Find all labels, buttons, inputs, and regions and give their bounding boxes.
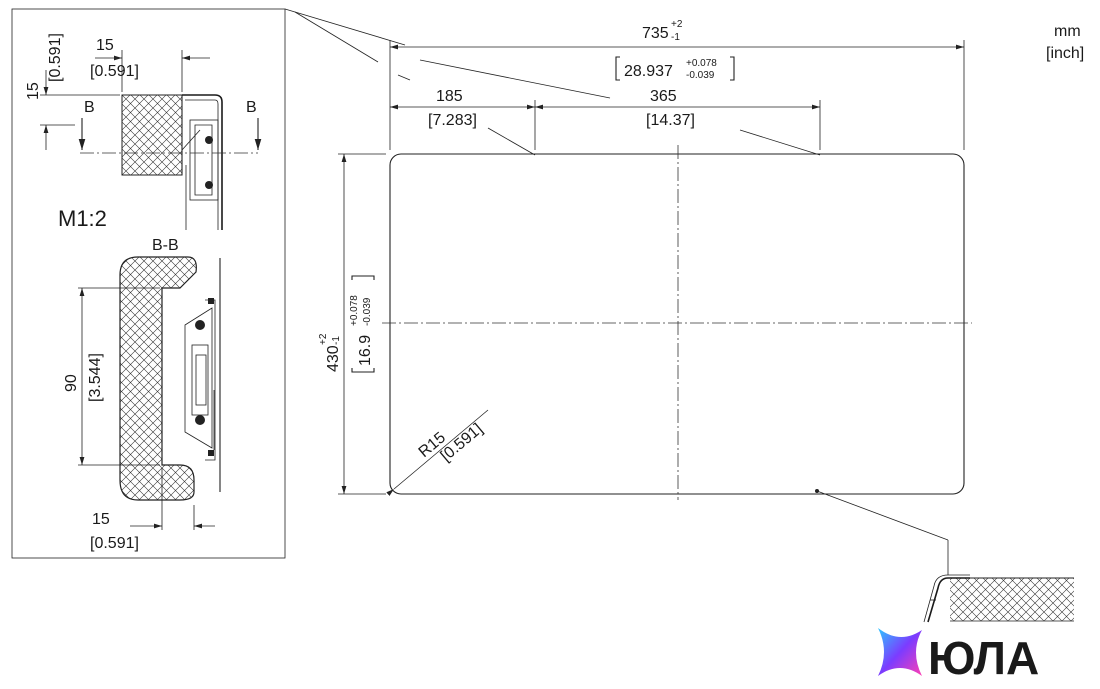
bottom-width-inch: [0.591] (90, 535, 139, 552)
top-section: B B 15 [0.591] 15 [0.591] (25, 33, 262, 230)
detail-leader-4 (419, 59, 611, 99)
width-inch-plus: +0.078 (686, 58, 717, 69)
height-tol-plus: +2 (318, 333, 329, 345)
detail-leader-top (284, 8, 406, 46)
height-inch-minus: -0.039 (362, 297, 373, 326)
offset-365-mm: 365 (650, 88, 677, 105)
leader-185 (487, 127, 536, 156)
cutout-outline (389, 153, 965, 495)
bb-section: 90 [3.544] 15 [0.591] (63, 256, 221, 552)
top-width-mm: 15 (96, 37, 114, 54)
main-view: 735 +2 -1 28.937 +0.078 -0.039 185 [7.28… (318, 19, 972, 575)
cut-label-left: B (84, 99, 95, 116)
leader-365 (739, 129, 821, 156)
height-mm: 430 (325, 345, 342, 372)
height-tol-minus: -1 (331, 336, 342, 345)
offset-365-inch: [14.37] (646, 112, 695, 129)
top-width-inch: [0.591] (90, 63, 139, 80)
top-height-mm: 15 (25, 82, 42, 100)
edge-detail (923, 574, 1074, 623)
depth-mm: 90 (63, 374, 80, 392)
logo-mark-icon (878, 628, 922, 676)
detail-leader-2 (294, 11, 379, 63)
detail-view: B B 15 [0.591] 15 [0.591] M1:2 B-B (11, 8, 611, 559)
width-tol-minus: -1 (671, 32, 680, 43)
depth-inch: [3.544] (87, 353, 104, 402)
top-height-inch: [0.591] (47, 33, 64, 82)
width-inch: 28.937 (624, 63, 673, 80)
detail-frame (11, 8, 286, 559)
offset-185-mm: 185 (436, 88, 463, 105)
width-mm: 735 (642, 25, 669, 42)
radius-leader (386, 409, 489, 496)
units-inch: [inch] (1046, 45, 1084, 62)
height-inch-plus: +0.078 (349, 295, 360, 326)
brand-logo: ЮЛА (878, 628, 1039, 684)
height-inch: 16.9 (357, 335, 374, 366)
edge-detail-leader (816, 490, 949, 541)
offset-185-inch: [7.283] (428, 112, 477, 129)
cut-label-right: B (246, 99, 257, 116)
logo-text: ЮЛА (928, 632, 1039, 684)
height-dim-label: 430 +2 -1 16.9 +0.078 -0.039 (318, 275, 375, 373)
scale-label: M1:2 (58, 206, 107, 231)
detail-leader-3 (397, 74, 411, 81)
width-inch-minus: -0.039 (686, 70, 715, 81)
units-mm: mm (1054, 23, 1081, 40)
bottom-width-mm: 15 (92, 511, 110, 528)
width-dim-label: 735 +2 -1 28.937 +0.078 -0.039 (615, 19, 735, 81)
width-tol-plus: +2 (671, 19, 683, 30)
section-label: B-B (152, 237, 179, 254)
